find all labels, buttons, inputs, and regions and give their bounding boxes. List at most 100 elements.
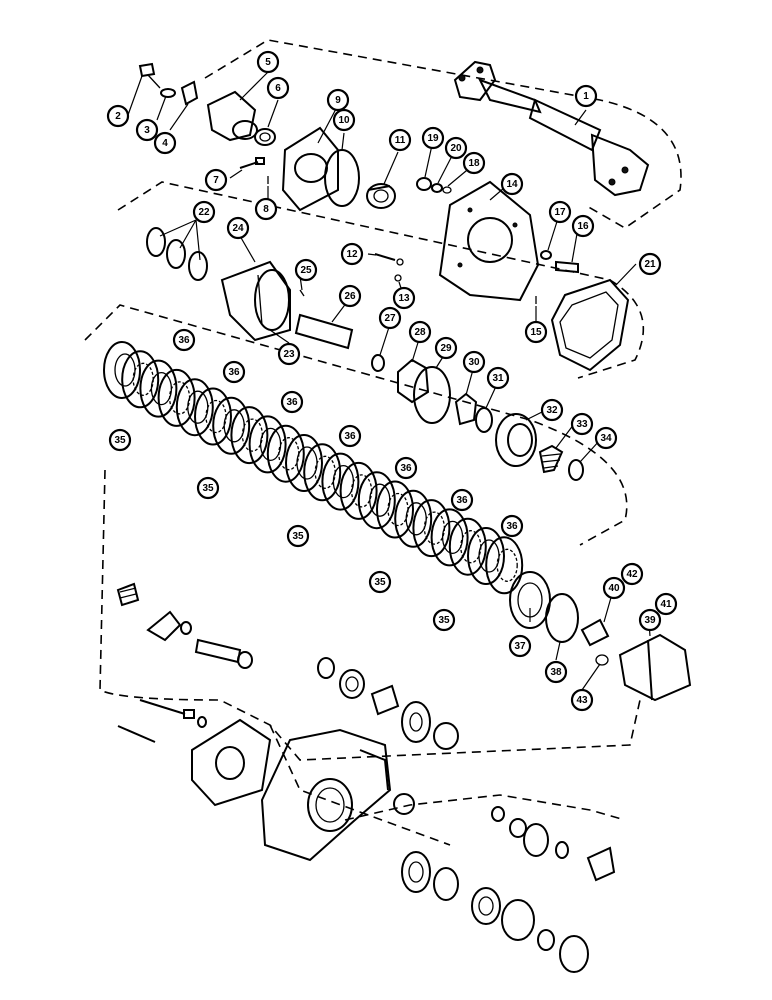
callout-number: 3 <box>144 125 150 136</box>
plate-37-ring-38 <box>509 571 579 643</box>
clutch-disc-bore <box>187 390 209 424</box>
clutch-disc-bore <box>132 362 154 396</box>
callout-32: 32 <box>540 398 564 422</box>
callout-number: 27 <box>384 313 396 324</box>
callout-number: 21 <box>644 259 656 270</box>
callout-number: 15 <box>530 327 542 338</box>
callout-28: 28 <box>408 320 432 344</box>
callout-number: 2 <box>115 111 121 122</box>
callout-19: 19 <box>421 126 445 150</box>
callout-42: 42 <box>620 562 644 586</box>
spring-pin-15-17 <box>535 250 579 304</box>
clutch-disc-bore <box>441 520 464 555</box>
clutch-disc <box>394 489 433 548</box>
clutch-disc <box>339 461 378 520</box>
clutch-disc-stack <box>103 341 524 595</box>
callout-number: 25 <box>300 265 312 276</box>
bolt-7-pin-8 <box>239 157 269 184</box>
rings-22 <box>146 227 208 281</box>
piston-32 <box>495 413 537 467</box>
callout-36: 36 <box>450 488 474 512</box>
clutch-disc-bore <box>114 353 136 387</box>
callout-number: 14 <box>506 179 518 190</box>
o-ring-10 <box>324 149 360 207</box>
washer-set-18-20 <box>416 177 452 194</box>
callout-number: 37 <box>514 641 526 652</box>
callout-number: 36 <box>456 495 468 506</box>
callout-number: 38 <box>550 667 562 678</box>
callout-18: 18 <box>462 151 486 175</box>
callout-33: 33 <box>570 412 594 436</box>
callout-number: 36 <box>178 335 190 346</box>
group-outline-lower <box>344 794 626 821</box>
clutch-disc-bore <box>423 511 446 545</box>
clutch-disc-bore <box>369 483 391 517</box>
callout-35: 35 <box>432 608 456 632</box>
callout-number: 8 <box>263 204 269 215</box>
callout-number: 35 <box>202 483 214 494</box>
callout-27: 27 <box>378 306 402 330</box>
clutch-disc <box>303 443 342 502</box>
clutch-disc <box>285 434 323 492</box>
callout-number: 20 <box>450 143 462 154</box>
clutch-disc <box>376 480 414 539</box>
callout-39: 39 <box>638 608 662 632</box>
callout-23: 23 <box>277 342 301 366</box>
callout-43: 43 <box>570 688 594 712</box>
lower-left-parts <box>116 582 253 743</box>
callout-36: 36 <box>338 424 362 448</box>
clutch-disc <box>121 350 160 409</box>
callout-number: 7 <box>213 175 219 186</box>
gasket-21 <box>550 278 630 372</box>
callout-number: 6 <box>275 83 281 94</box>
clutch-disc <box>248 415 287 474</box>
callout-25: 25 <box>294 258 318 282</box>
clutch-disc <box>175 378 214 437</box>
callout-number: 39 <box>644 615 656 626</box>
callout-number: 32 <box>546 405 558 416</box>
clutch-disc-bore <box>332 464 355 499</box>
housing-small-parts <box>393 793 616 882</box>
callout-36: 36 <box>394 456 418 480</box>
callout-1: 1 <box>574 84 598 108</box>
callout-number: 5 <box>265 57 271 68</box>
elbow-fitting <box>206 90 258 142</box>
callout-number: 10 <box>338 115 350 126</box>
clutch-disc <box>157 368 196 427</box>
callout-2: 2 <box>106 104 130 128</box>
clutch-disc <box>485 536 524 595</box>
callout-number: 11 <box>395 135 406 146</box>
callout-number: 43 <box>576 695 588 706</box>
bolt-washer-set <box>138 62 199 106</box>
callout-40: 40 <box>602 576 626 600</box>
callout-number: 35 <box>292 531 304 542</box>
clutch-disc-bore <box>259 427 282 462</box>
clutch-disc-bore <box>223 409 245 443</box>
callout-number: 31 <box>492 373 504 384</box>
callout-36: 36 <box>222 360 246 384</box>
callout-30: 30 <box>462 350 486 374</box>
callout-35: 35 <box>108 428 132 452</box>
group-outline-clutch <box>84 304 628 546</box>
callout-24: 24 <box>226 216 250 240</box>
callout-36: 36 <box>280 390 304 414</box>
drive-shaft <box>453 60 650 197</box>
callout-4: 4 <box>153 131 177 155</box>
callout-37: 37 <box>508 634 532 658</box>
callout-number: 1 <box>583 91 589 102</box>
clutch-disc-bore <box>350 474 373 508</box>
callout-6: 6 <box>266 76 290 100</box>
clutch-disc <box>467 527 505 585</box>
callout-number: 9 <box>335 95 341 106</box>
shaft-39-bushing-40 <box>580 618 692 702</box>
callout-20: 20 <box>444 136 468 160</box>
callout-31: 31 <box>486 366 510 390</box>
callout-number: 36 <box>344 431 356 442</box>
gasket-plate-lower <box>191 718 272 807</box>
callout-number: 36 <box>286 397 298 408</box>
clutch-disc-bore <box>296 446 318 480</box>
callout-number: 34 <box>600 433 612 444</box>
callout-36: 36 <box>500 514 524 538</box>
callout-number: 41 <box>660 599 672 610</box>
